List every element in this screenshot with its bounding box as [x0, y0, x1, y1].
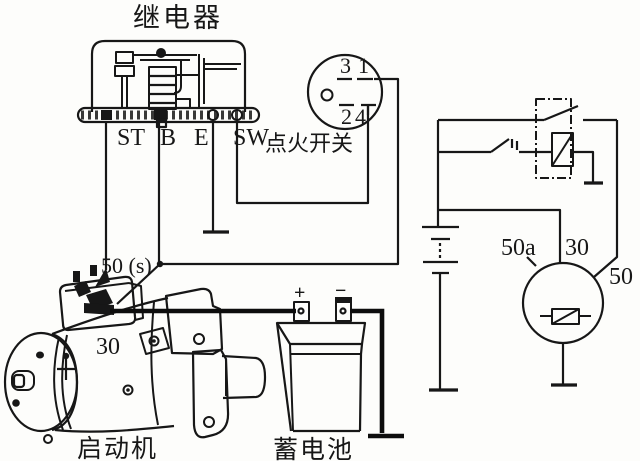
wire-sw: [235, 106, 370, 205]
battery-label: 蓄电池: [273, 437, 355, 461]
ignition-pin-3: 3: [340, 53, 351, 78]
relay-terminal-e: E: [194, 125, 209, 151]
starter-label: 启动机: [77, 436, 159, 461]
cable-negative: [350, 308, 385, 433]
stub-50a: [526, 256, 537, 267]
control-wires: [95, 77, 400, 305]
ignition-pin-2: 2: [341, 104, 352, 129]
relay-symbol-box: [535, 98, 572, 179]
battery-plus-sign: +: [294, 282, 306, 304]
solenoid-terminal-50: 50: [609, 264, 633, 290]
battery-symbol: [422, 225, 459, 392]
ignition-pin-1: 1: [358, 53, 369, 78]
solenoid-symbol: [521, 256, 605, 387]
battery-minus-sign: −: [335, 280, 347, 302]
schematic-circuit: [422, 98, 619, 392]
relay-title: 继电器: [133, 3, 223, 33]
starter-terminal-50s: 50 (s): [101, 253, 152, 278]
battery-drawing: [275, 297, 367, 433]
battery-positive-post: [293, 301, 310, 322]
band-bolt-head: [62, 352, 70, 360]
ignition-pin-4: 4: [355, 104, 366, 129]
ignition-switch-label: 点火开关: [265, 131, 354, 156]
relay-coil: [148, 66, 177, 110]
ignition-switch-symbol: [438, 138, 552, 154]
battery-negative-post: [335, 300, 352, 322]
relay-cover: [90, 39, 247, 112]
relay-terminal-b: B: [160, 125, 177, 151]
wire-pin1: [163, 77, 400, 266]
battery-cables: [110, 308, 404, 439]
starter-terminal-30: 30: [96, 334, 120, 360]
starter-solenoid: [58, 265, 144, 332]
wire-50: [593, 120, 619, 278]
relay-drawing: [76, 39, 261, 129]
starter-motor-drawing: [3, 265, 267, 444]
wire-30: [438, 208, 562, 263]
solenoid-terminal-50a: 50a: [501, 235, 536, 261]
relay-terminal-st: ST: [117, 125, 146, 151]
coil-symbol: [551, 132, 574, 167]
relay-terminal-sw: SW: [233, 125, 269, 151]
drive-housing: [139, 287, 267, 439]
solenoid-terminal-30: 30: [565, 235, 589, 261]
